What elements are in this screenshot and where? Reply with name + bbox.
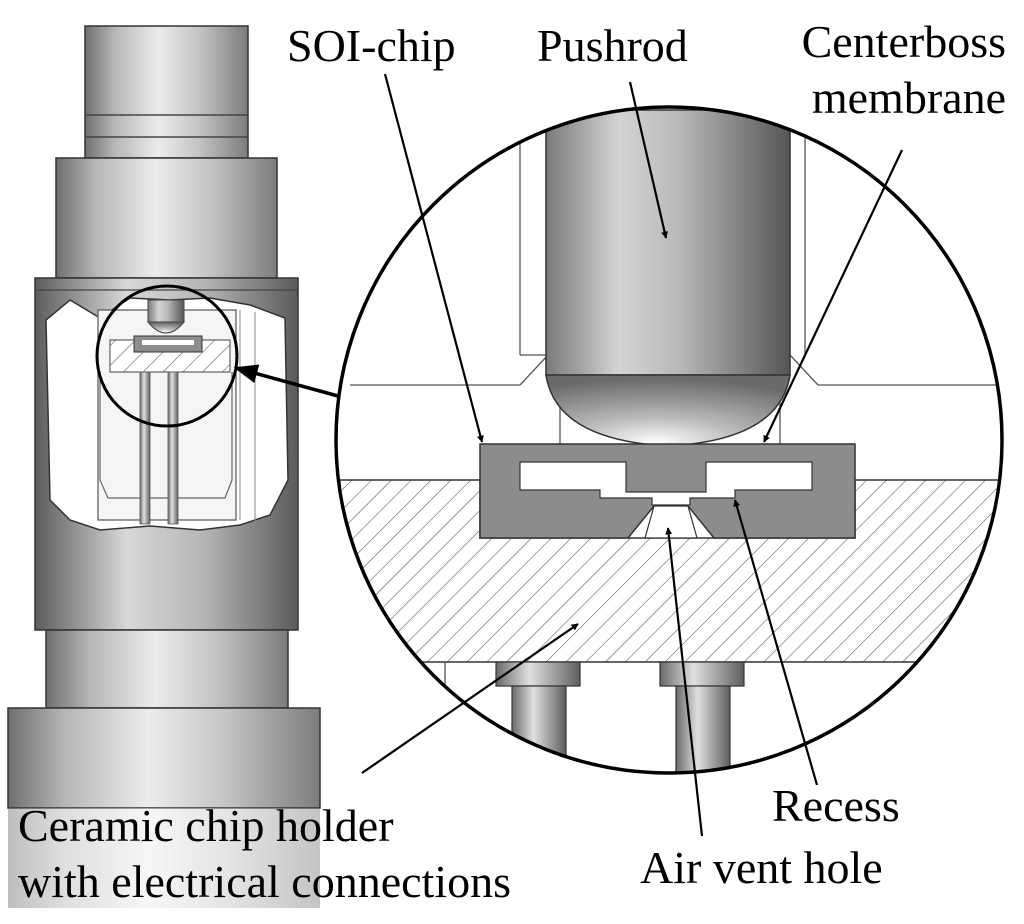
arrow-pushrod xyxy=(628,81,668,239)
arrow-soi-chip xyxy=(383,73,484,443)
zoom-circle-outline xyxy=(334,105,1004,775)
pushrod xyxy=(545,109,791,447)
label-pushrod: Pushrod xyxy=(537,20,688,71)
label-ceramic-line2: with electrical connections xyxy=(18,856,512,907)
cutaway-window xyxy=(45,297,289,531)
zoom-detail-view xyxy=(336,107,1002,773)
label-recess: Recess xyxy=(772,780,900,831)
arrow-recess xyxy=(733,499,819,786)
detail-marker-circle xyxy=(95,284,239,428)
label-ceramic-line1: Ceramic chip holder xyxy=(18,800,394,851)
soi-chip xyxy=(479,443,856,539)
annotation-arrows xyxy=(361,73,903,837)
label-centerboss-line2: membrane xyxy=(811,72,1006,123)
arrow-centerboss xyxy=(763,149,903,443)
zoom-arrow xyxy=(233,364,339,398)
label-air-vent-hole: Air vent hole xyxy=(640,842,883,893)
arrow-ceramic xyxy=(361,623,579,774)
arrow-air-vent xyxy=(665,527,704,837)
label-centerboss-line1: Centerboss xyxy=(801,16,1006,67)
label-soi-chip: SOI-chip xyxy=(287,20,456,71)
